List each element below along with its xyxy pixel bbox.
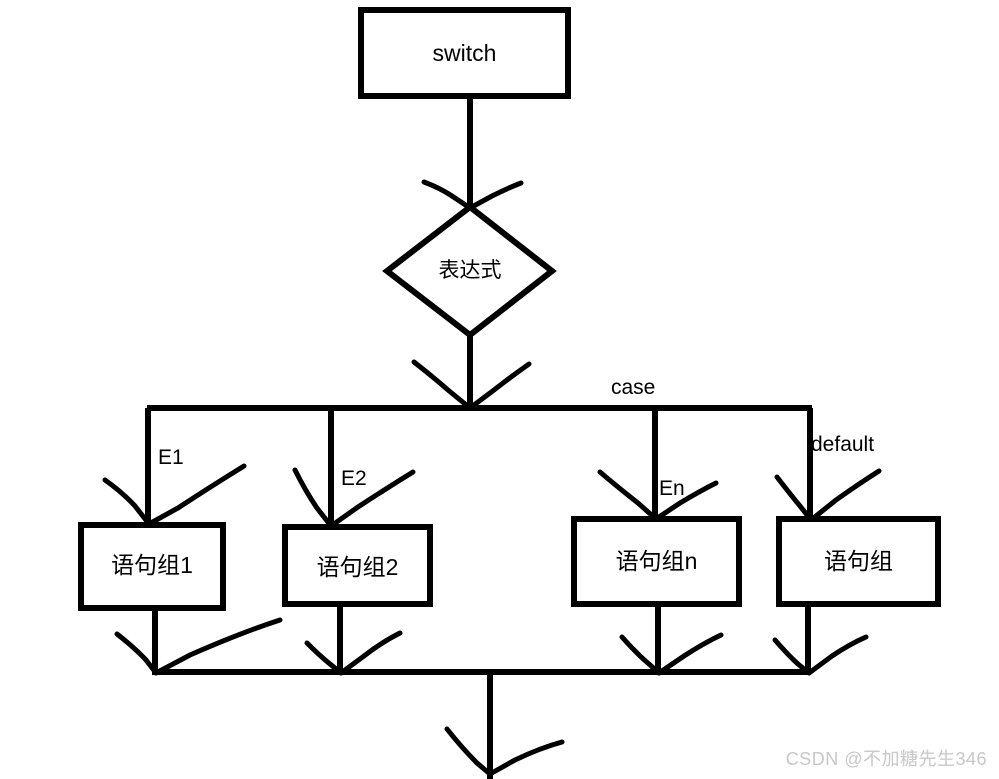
arrowhead-merge-2-left — [304, 640, 344, 676]
edge-label-e1: E1 — [158, 446, 184, 469]
arrowhead-default-left — [774, 474, 814, 523]
statement-group-n-shape — [571, 516, 742, 607]
switch-box-label: switch — [432, 40, 497, 66]
arrowhead-e2-right — [328, 469, 416, 529]
arrowhead-merge-default-right — [806, 634, 869, 676]
statement-group-1-label: 语句组1 — [111, 552, 193, 578]
arrowhead-e1-right — [146, 463, 247, 527]
arrowhead-en-left — [597, 469, 659, 522]
statement-group-n-label: 语句组n — [615, 548, 698, 574]
arrowhead-default-right — [808, 468, 882, 523]
arrowhead-en-right — [653, 480, 719, 522]
csdn-watermark: CSDN @不加糖先生346 — [785, 749, 987, 769]
arrowhead-exit-right — [487, 739, 565, 777]
arrowhead-merge-default-left — [772, 637, 812, 676]
arrowhead-e2-left — [292, 467, 334, 529]
statement-group-2-shape — [282, 524, 433, 607]
edge-label-case: case — [611, 376, 656, 399]
arrowhead-switch-to-expression-right — [467, 180, 524, 211]
edge-label-en: En — [659, 477, 685, 500]
statement-group-default-shape — [776, 516, 941, 607]
edge-label-default: default — [811, 433, 875, 456]
arrowhead-merge-2-right — [338, 630, 403, 676]
arrowhead-merge-n-left — [619, 634, 662, 676]
arrowhead-switch-to-expression-left — [421, 179, 473, 211]
arrowhead-expression-to-bar-right — [467, 361, 532, 411]
arrowhead-exit-left — [444, 726, 493, 777]
edge-label-e2: E2 — [341, 467, 367, 490]
statement-group-default-label: 语句组 — [824, 548, 893, 574]
arrowhead-merge-1-right — [153, 617, 283, 676]
arrowhead-merge-1-left — [114, 631, 159, 676]
arrowhead-expression-to-bar-left — [411, 359, 473, 411]
arrowhead-e1-left — [102, 477, 152, 527]
statement-group-1-shape — [78, 522, 226, 611]
arrowhead-merge-n-right — [656, 632, 724, 676]
switch-box-shape — [358, 7, 571, 99]
statement-group-2-label: 语句组2 — [316, 554, 399, 580]
expression-diamond-label: 表达式 — [438, 259, 502, 282]
